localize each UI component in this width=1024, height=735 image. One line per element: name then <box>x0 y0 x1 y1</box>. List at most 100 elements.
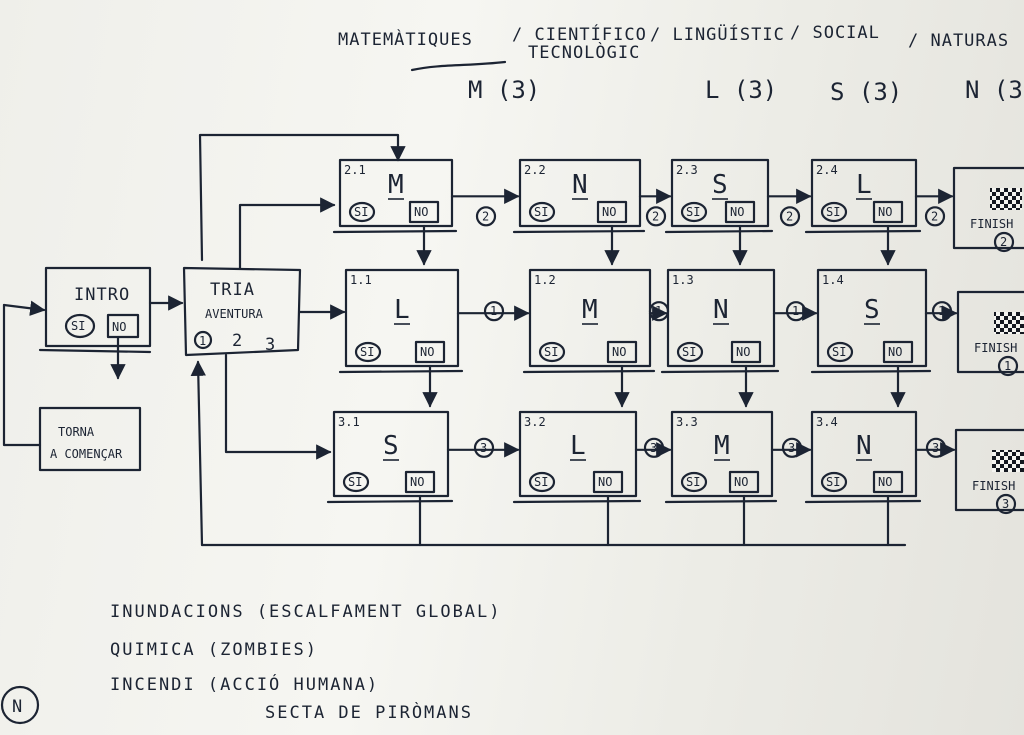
node-no-label: NO <box>878 475 892 489</box>
finish-number-badge <box>993 231 1015 253</box>
header-codes: M (3) L (3) S (3) N (3 <box>468 76 1023 106</box>
node-yes-option <box>354 341 382 363</box>
header-category-tech: TECNOLÒGIC <box>528 41 640 63</box>
node-no-option <box>724 200 756 224</box>
finish-number: 2 <box>1000 235 1007 249</box>
node-no-option <box>882 340 914 364</box>
node-no-option <box>414 340 446 364</box>
node-yes-label: SI <box>348 475 362 489</box>
choose-adventure-box: TRIA AVENTURA 1 2 3 <box>182 266 302 357</box>
node-yes-label: SI <box>826 475 840 489</box>
node-subject: L <box>394 295 410 325</box>
route-badge <box>931 301 953 322</box>
route-badge <box>785 301 807 322</box>
node-subject: S <box>864 295 880 325</box>
node-yes-label: SI <box>360 345 374 359</box>
choose-option-3-label: 3 <box>265 335 276 355</box>
node-no-label: NO <box>878 205 892 219</box>
finish-flag-icon <box>994 312 1024 334</box>
node-subject: M <box>714 431 730 461</box>
note-2: QUIMICA (ZOMBIES) <box>110 640 318 660</box>
node-yes-label: SI <box>832 345 846 359</box>
route-badge <box>779 206 801 227</box>
intro-yes-option <box>64 313 96 339</box>
node-id: 2.3 <box>676 163 698 177</box>
corner-mark: N <box>0 685 40 725</box>
route-badge-label: 2 <box>786 209 793 223</box>
node-yes-option <box>680 201 708 223</box>
route-badge <box>781 437 803 458</box>
node-yes-label: SI <box>534 475 548 489</box>
node-id: 1.2 <box>534 273 556 287</box>
node-yes-option <box>820 471 848 493</box>
node-subject: N <box>856 431 872 461</box>
choose-option-1-label: 1 <box>199 334 206 348</box>
header-code-social: S (3) <box>830 78 902 106</box>
node-subject: N <box>713 295 729 325</box>
route-badge-label: 1 <box>490 304 497 318</box>
node-no-label: NO <box>598 475 612 489</box>
node-yes-option <box>676 341 704 363</box>
node-no-option <box>606 340 638 364</box>
node-no-label: NO <box>410 475 424 489</box>
route-badge <box>645 206 667 227</box>
intro-box: INTRO SI NO <box>38 266 152 354</box>
node-no-label: NO <box>888 345 902 359</box>
node-1-4: 1.4S SI NO <box>810 268 932 374</box>
node-yes-option <box>826 341 854 363</box>
node-no-option <box>596 200 628 224</box>
node-yes-label: SI <box>686 475 700 489</box>
node-yes-option <box>342 471 370 493</box>
restart-line1: TORNA <box>58 425 95 439</box>
finish-number: 3 <box>1002 497 1009 511</box>
node-yes-option <box>538 341 566 363</box>
node-yes-label: SI <box>534 205 548 219</box>
node-id: 2.4 <box>816 163 838 177</box>
node-no-label: NO <box>420 345 434 359</box>
note-3: INCENDI (ACCIÓ HUMANA) <box>110 673 379 695</box>
node-yes-option <box>348 201 376 223</box>
intro-no-label: NO <box>112 320 126 334</box>
node-1-1: 1.1L SI NO <box>338 268 464 374</box>
node-no-label: NO <box>734 475 748 489</box>
header-categories: MATEMÀTIQUES / CIENTÍFICO TECNOLÒGIC / L… <box>338 23 1009 72</box>
header-category-nature: / NATURAS <box>908 31 1009 51</box>
node-id: 2.2 <box>524 163 546 177</box>
route-badge <box>643 437 665 458</box>
node-id: 1.4 <box>822 273 844 287</box>
choose-line2: AVENTURA <box>205 307 264 321</box>
note-4: SECTA DE PIRÒMANS <box>265 701 473 723</box>
route-badge <box>925 437 947 458</box>
route-badge-label: 3 <box>788 441 795 455</box>
route-badge-label: 3 <box>480 441 487 455</box>
node-id: 1.3 <box>672 273 694 287</box>
node-no-option <box>408 200 440 224</box>
node-subject: L <box>856 170 872 200</box>
node-subject: N <box>572 170 588 200</box>
finish-number-badge <box>997 355 1019 377</box>
node-id: 1.1 <box>350 273 372 287</box>
route-badge-label: 2 <box>652 209 659 223</box>
node-id: 3.2 <box>524 415 546 429</box>
route-badge-label: 2 <box>482 209 489 223</box>
finish-flag-icon <box>990 188 1022 210</box>
finish-label: FINISH <box>970 217 1013 231</box>
node-yes-label: SI <box>682 345 696 359</box>
node-id: 3.1 <box>338 415 360 429</box>
finish-number: 1 <box>1004 359 1011 373</box>
node-yes-label: SI <box>354 205 368 219</box>
route-badge <box>483 301 505 322</box>
node-no-option <box>592 470 624 494</box>
node-yes-option <box>820 201 848 223</box>
